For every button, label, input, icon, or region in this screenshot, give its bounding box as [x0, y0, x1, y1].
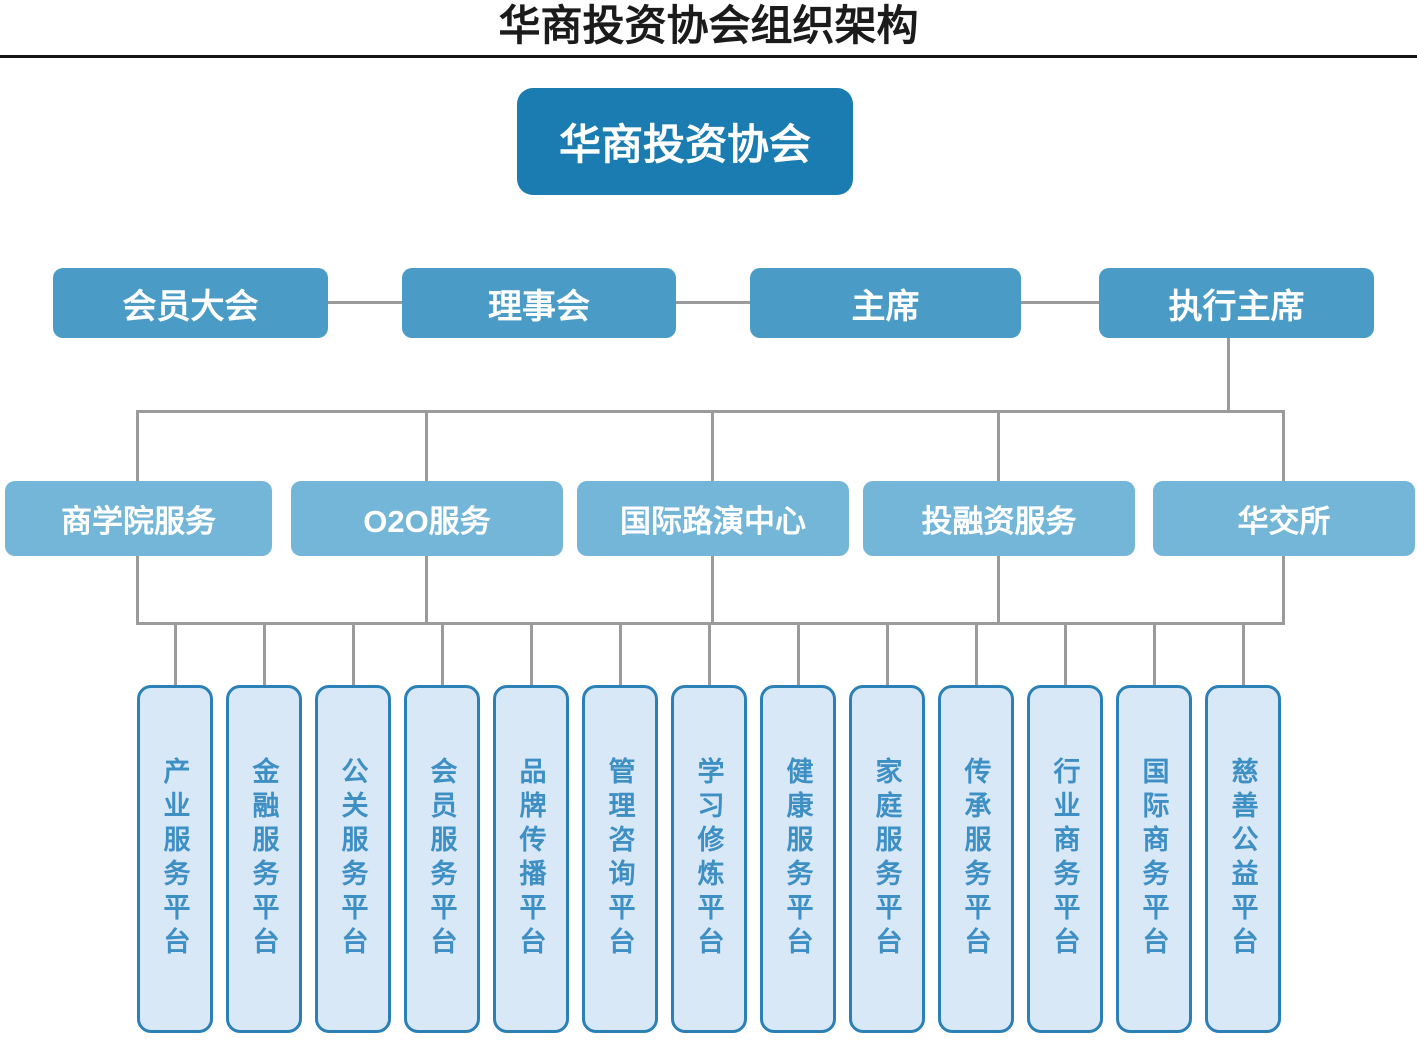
connector-platform-drop — [619, 622, 622, 688]
org-node-label: 主席 — [851, 287, 920, 326]
org-node-label: 会员大会 — [122, 287, 259, 326]
org-node-exchange: 华交所 — [1153, 481, 1415, 556]
connector-members-council — [328, 301, 402, 304]
platform-label: 慈善公益平台 — [1227, 757, 1258, 961]
connector-platform-drop — [263, 622, 266, 688]
org-node-label: O2O服务 — [363, 504, 491, 539]
org-node-council: 理事会 — [402, 268, 676, 338]
platform-node-management-consulting: 管理咨询平台 — [582, 685, 658, 1033]
platform-label: 金融服务平台 — [248, 757, 279, 961]
platform-label: 行业商务平台 — [1049, 757, 1080, 961]
org-node-roadshow-center: 国际路演中心 — [577, 481, 849, 556]
org-node-label: 商学院服务 — [61, 504, 216, 539]
platform-label: 家庭服务平台 — [871, 757, 902, 961]
connector-platform-drop — [1064, 622, 1067, 688]
connector-platform-drop — [441, 622, 444, 688]
platform-label: 学习修炼平台 — [693, 757, 724, 961]
org-node-label: 投融资服务 — [921, 504, 1077, 539]
platform-label: 产业服务平台 — [159, 757, 190, 961]
platform-label: 国际商务平台 — [1138, 757, 1169, 961]
connector-platform-drop — [352, 622, 355, 688]
org-node-label: 理事会 — [488, 287, 590, 326]
org-node-label: 国际路演中心 — [620, 504, 806, 539]
platform-label: 健康服务平台 — [782, 757, 813, 961]
connector-platform-drop — [708, 622, 711, 688]
platform-node-pr-service: 公关服务平台 — [315, 685, 391, 1033]
page-title: 华商投资协会组织架构 — [498, 2, 919, 49]
connector-council-chairman — [676, 301, 750, 304]
platform-node-finance-service: 金融服务平台 — [226, 685, 302, 1033]
connector-platform-drop — [174, 622, 177, 688]
platform-node-learning-cultivation: 学习修炼平台 — [671, 685, 747, 1033]
org-node-members-assembly: 会员大会 — [53, 268, 328, 338]
connector-platform-drop — [975, 622, 978, 688]
platform-node-inheritance-service: 传承服务平台 — [938, 685, 1014, 1033]
connector-platform-drop — [886, 622, 889, 688]
org-node-label: 华交所 — [1237, 504, 1331, 539]
platform-node-health-service: 健康服务平台 — [760, 685, 836, 1033]
platform-node-member-service: 会员服务平台 — [404, 685, 480, 1033]
platform-label: 会员服务平台 — [426, 757, 457, 961]
org-node-o2o-service: O2O服务 — [291, 481, 563, 556]
connector-platform-drop — [530, 622, 533, 688]
title-divider — [0, 55, 1417, 58]
org-node-root: 华商投资协会 — [517, 88, 853, 195]
connector-chairman-exec — [1021, 301, 1099, 304]
connector-platform-drop — [797, 622, 800, 688]
platform-node-family-service: 家庭服务平台 — [849, 685, 925, 1033]
org-node-label: 执行主席 — [1168, 287, 1305, 326]
connector-platform-drop — [1153, 622, 1156, 688]
org-node-executive-chairman: 执行主席 — [1099, 268, 1374, 338]
connector-exec-drop — [1227, 338, 1230, 413]
platform-label: 传承服务平台 — [960, 757, 991, 961]
platform-label: 管理咨询平台 — [604, 757, 635, 961]
platform-node-international-business: 国际商务平台 — [1116, 685, 1192, 1033]
connector-bus-services — [136, 410, 1285, 413]
platform-label: 公关服务平台 — [337, 757, 368, 961]
platform-node-brand-communication: 品牌传播平台 — [493, 685, 569, 1033]
org-node-investment-financing-service: 投融资服务 — [863, 481, 1135, 556]
platform-node-industry-service: 产业服务平台 — [137, 685, 213, 1033]
platform-node-charity: 慈善公益平台 — [1205, 685, 1281, 1033]
org-node-chairman: 主席 — [750, 268, 1021, 338]
org-node-business-school-service: 商学院服务 — [5, 481, 272, 556]
org-node-root-label: 华商投资协会 — [558, 121, 811, 168]
platform-node-industry-business: 行业商务平台 — [1027, 685, 1103, 1033]
connector-platform-drop — [1242, 622, 1245, 688]
platform-label: 品牌传播平台 — [515, 757, 546, 961]
